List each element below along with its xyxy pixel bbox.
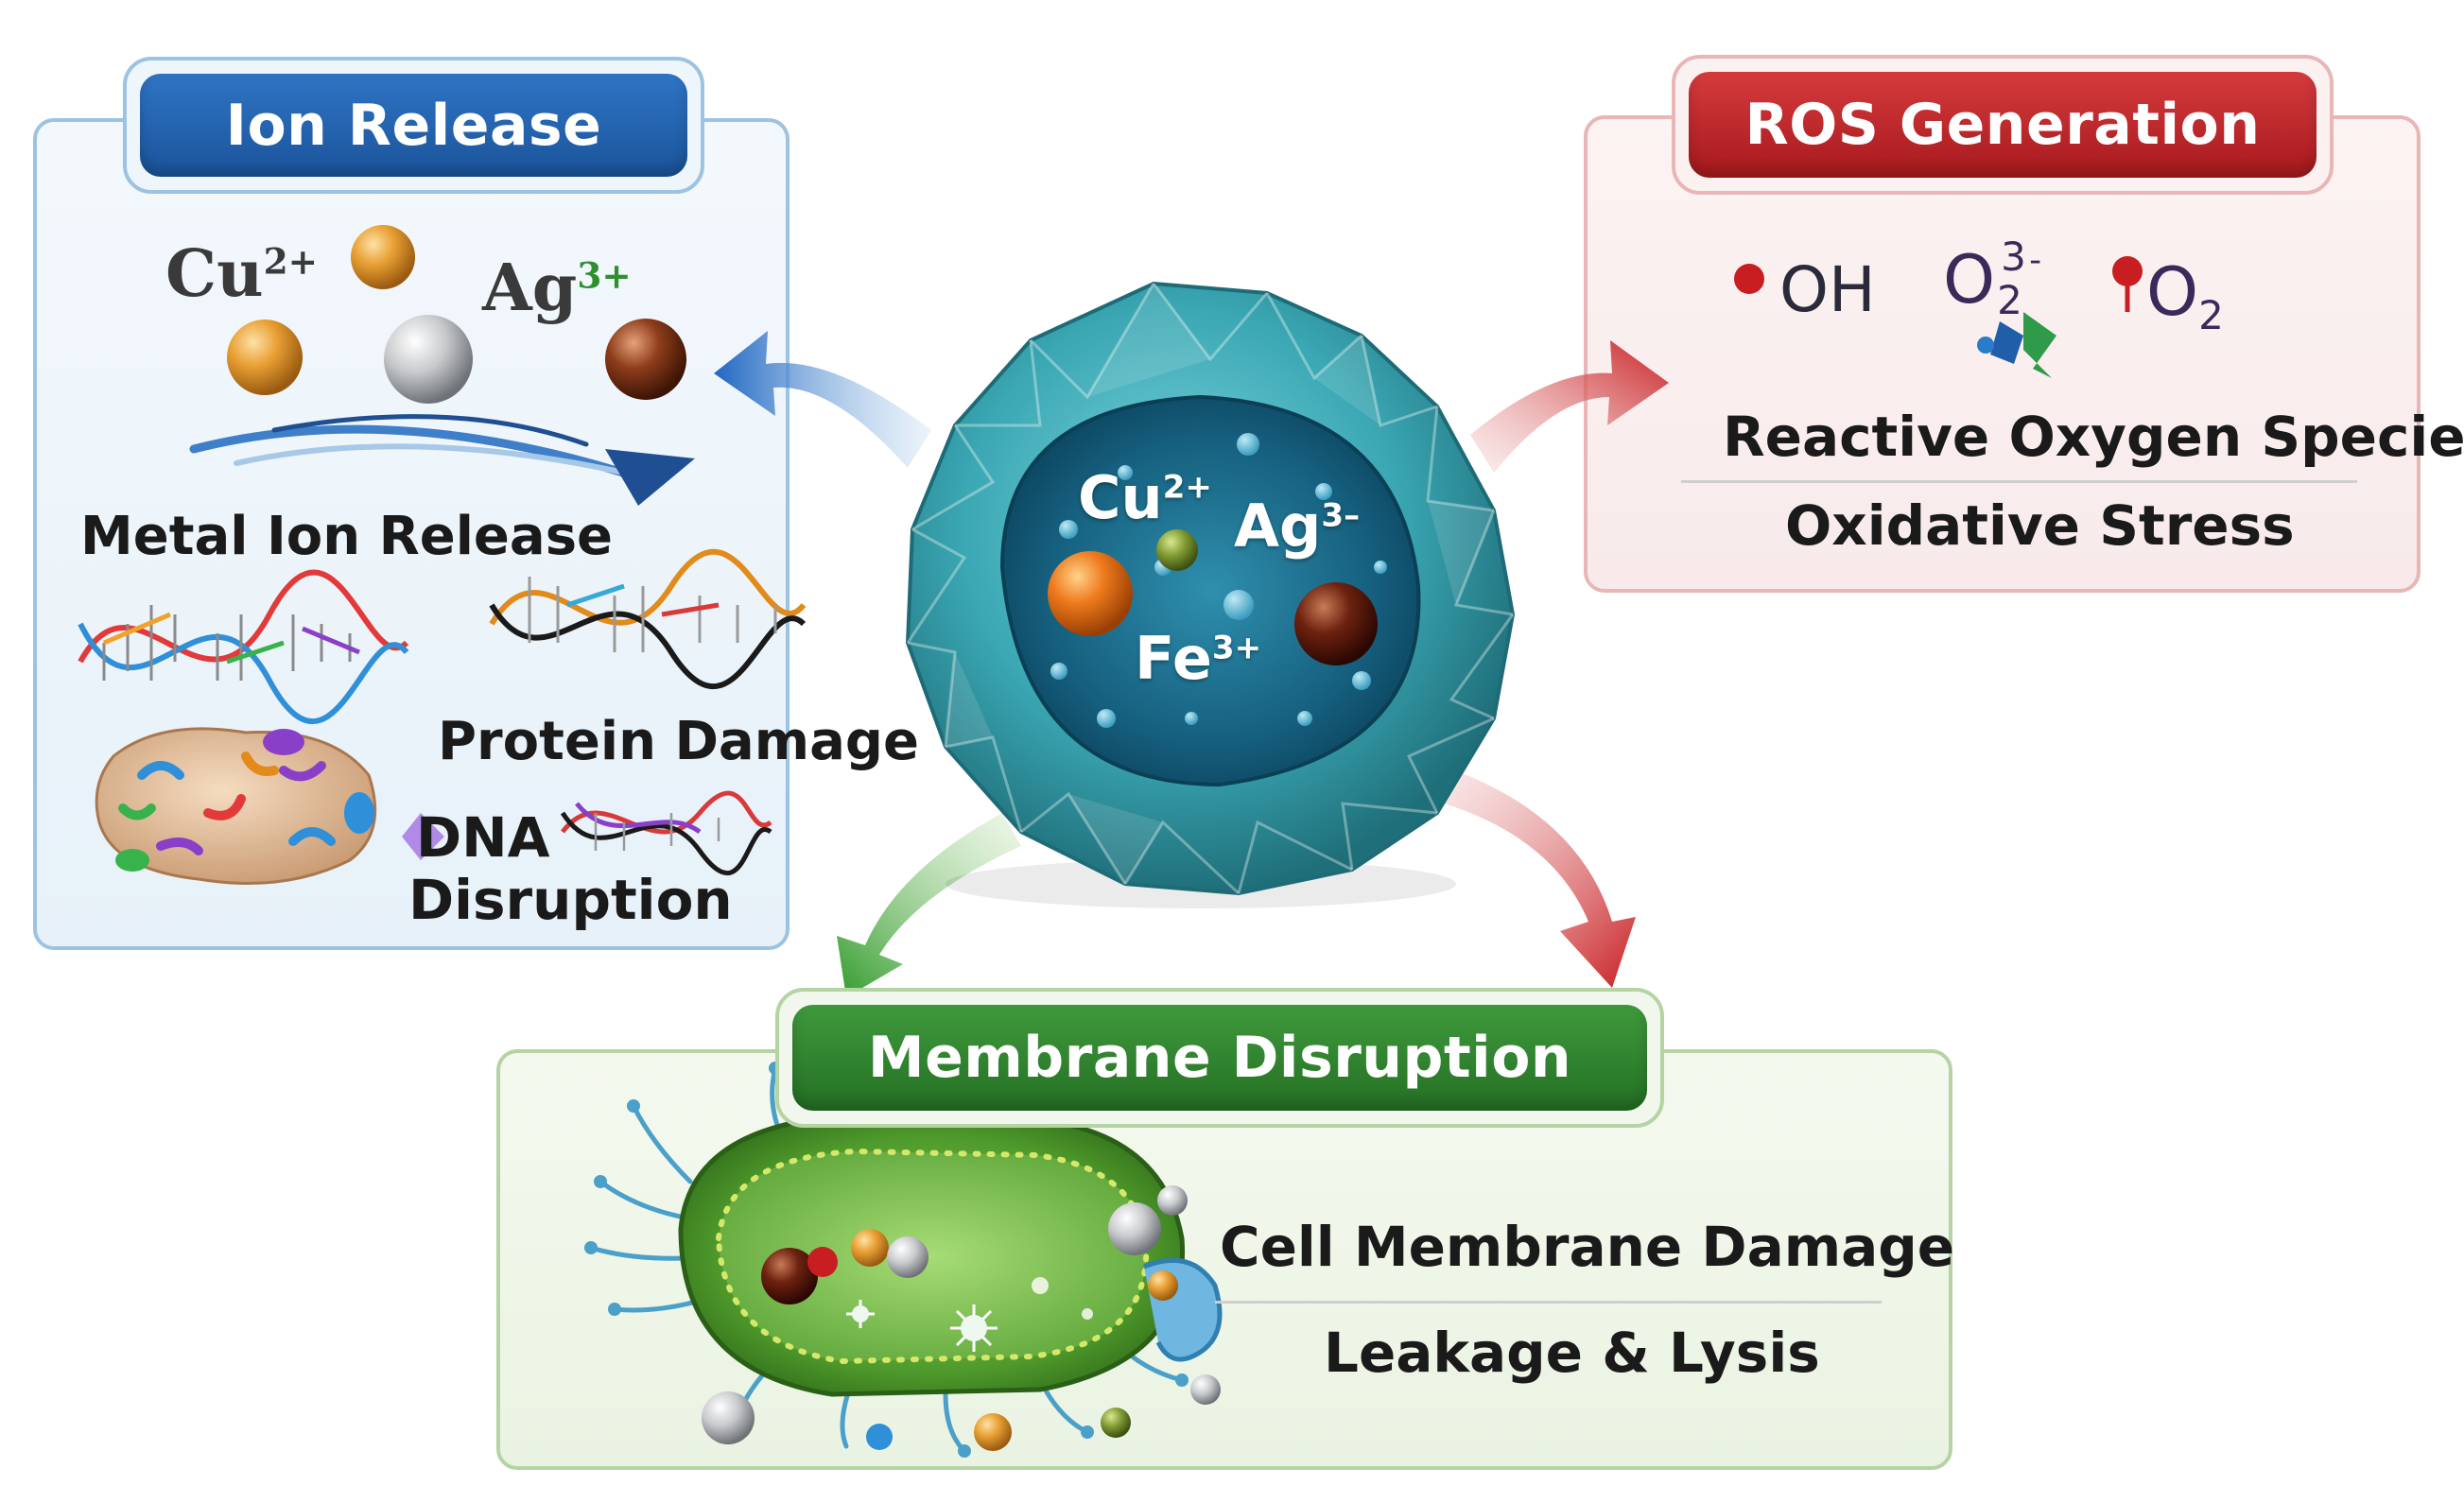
protein-damage-label: Protein Damage <box>438 711 919 772</box>
ros-divider <box>1681 480 2357 483</box>
ros-superoxide-sub: 2 <box>1997 277 2022 323</box>
arrow-to-ros-generation <box>1470 340 1669 473</box>
ion-label-ag: Ag3+ <box>482 250 632 326</box>
core-ion-ag: Ag3– <box>1234 492 1360 561</box>
ros-generation-tab: ROS Generation <box>1672 55 2334 195</box>
disruption-label: Disruption <box>408 868 733 932</box>
ion-cu-charge: 2+ <box>263 240 318 283</box>
flow-arrow <box>189 414 695 506</box>
arrow-to-membrane-left <box>837 813 1021 997</box>
ion-spheres <box>227 225 686 404</box>
metal-ion-release-label: Metal Ion Release <box>80 506 614 567</box>
ros-superoxide-base: O <box>1943 241 1996 319</box>
ros-o2-base: O <box>2146 253 2199 331</box>
ros-pin-icon <box>2112 256 2143 312</box>
membrane-disruption-tab: Membrane Disruption <box>775 988 1664 1128</box>
core-ag-charge: 3– <box>1321 496 1361 535</box>
ion-ag-charge: 3+ <box>577 254 632 297</box>
dna-helix-2 <box>489 548 807 690</box>
core-cu-charge: 2+ <box>1162 468 1212 507</box>
nanoparticle <box>905 281 1516 908</box>
ros-o2-label: O2 <box>2146 253 2224 338</box>
ion-cu-symbol: Cu <box>165 236 264 312</box>
reactive-oxygen-species-label: Reactive Oxygen Species <box>1723 405 2464 469</box>
core-cu-symbol: Cu <box>1078 463 1163 532</box>
core-ag-symbol: Ag <box>1234 492 1322 561</box>
leakage-lysis-label: Leakage & Lysis <box>1324 1321 1820 1385</box>
dna-helix-3 <box>560 790 772 876</box>
ion-release-title: Ion Release <box>140 74 687 177</box>
arrow-to-ion-release <box>714 331 931 468</box>
core-ion-cu: Cu2+ <box>1078 463 1212 532</box>
ros-generation-title: ROS Generation <box>1689 72 2317 178</box>
protein-cluster <box>95 727 377 885</box>
dna-label: DNA <box>416 805 550 870</box>
membrane-disruption-title: Membrane Disruption <box>792 1005 1647 1111</box>
ros-radical-dot-icon <box>1734 264 1764 294</box>
dna-mark-icon <box>402 813 444 860</box>
ros-o2-sub: 2 <box>2198 292 2224 338</box>
ros-superoxide-charge: - <box>2029 241 2042 280</box>
ros-molecule-icon <box>1977 312 2056 378</box>
bacterium-cell <box>584 1043 1223 1458</box>
cell-membrane-damage-label: Cell Membrane Damage <box>1220 1215 1955 1279</box>
core-fe-charge: 3+ <box>1211 629 1262 667</box>
ros-oh-label: OH <box>1779 253 1876 326</box>
ion-label-cu: Cu2+ <box>165 236 318 312</box>
ros-superoxide-sup: 3 <box>2001 233 2026 280</box>
core-ion-fe: Fe3+ <box>1135 624 1261 693</box>
dna-helix-1 <box>78 569 409 725</box>
core-fe-symbol: Fe <box>1135 624 1212 693</box>
membrane-divider <box>1215 1301 1882 1304</box>
ion-release-tab: Ion Release <box>123 57 704 194</box>
oxidative-stress-label: Oxidative Stress <box>1785 493 2295 558</box>
arrow-to-membrane-right <box>1428 766 1636 988</box>
ion-ag-symbol: Ag <box>482 250 578 326</box>
